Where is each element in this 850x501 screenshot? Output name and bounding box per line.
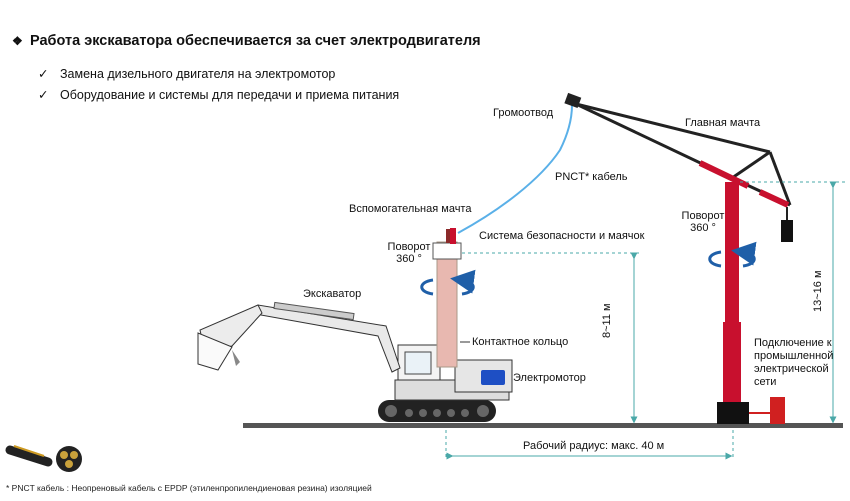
label-lightning-rod: Громоотвод (493, 107, 554, 119)
label-rotation-aux-line2: 360 ° (396, 253, 422, 265)
label-excavator: Экскаватор (303, 288, 362, 300)
footnote: * PNCT кабель : Неопреновый кабель с EPD… (6, 483, 372, 493)
label-working-radius: Рабочий радиус: макс. 40 м (520, 440, 668, 452)
main-mast (564, 92, 793, 424)
dimension-working-radius (445, 430, 734, 460)
excavator-illustration (197, 301, 513, 422)
label-grid-line2: промышленной (754, 350, 834, 362)
rotation-arrow-aux-icon (420, 269, 476, 296)
label-motor: Электромотор (513, 372, 586, 384)
label-pnct-cable: PNCT* кабель (555, 171, 628, 183)
label-safety-system: Система безопасности и маячок (479, 230, 645, 242)
electric-motor-icon (481, 370, 505, 385)
label-rotation-main-line2: 360 ° (690, 222, 716, 234)
label-rotation-aux: Поворот 360 ° (384, 241, 434, 265)
check-icon: ✓ (38, 67, 49, 81)
check-icon: ✓ (38, 88, 49, 102)
dimension-main-height (740, 181, 845, 424)
auxiliary-mast (432, 228, 462, 368)
pnct-cable-line (457, 104, 573, 234)
label-rotation-main-line1: Поворот (681, 210, 725, 222)
label-height-aux: 8~11 м (601, 303, 613, 338)
bullet-item-2: ✓ Оборудование и системы для передачи и п… (38, 87, 399, 102)
bullet-item-text: Оборудование и системы для передачи и пр… (60, 88, 400, 102)
label-slip-ring: Контактное кольцо (472, 336, 569, 348)
bullet-item-text: Замена дизельного двигателя на электромо… (60, 67, 336, 81)
label-rotation-main: Поворот 360 ° (678, 210, 728, 234)
page-title-text: Работа экскаватора обеспечивается за сче… (30, 33, 481, 49)
label-main-mast: Главная мачта (685, 117, 761, 129)
lightning-rod-icon (564, 92, 582, 109)
grid-connection-box (770, 397, 785, 424)
label-grid-line1: Подключение к (754, 337, 832, 349)
beacon-icon (450, 228, 456, 244)
label-grid-connection: Подключение к промышленной электрической… (754, 337, 844, 389)
diamond-bullet-icon: ❖ (12, 34, 23, 48)
dimension-aux-height (462, 252, 640, 424)
label-grid-line4: сети (754, 376, 777, 388)
label-rotation-aux-line1: Поворот (387, 241, 431, 253)
label-height-main: 13~16 м (812, 270, 824, 312)
page-title: ❖ Работа экскаватора обеспечивается за сч… (12, 33, 481, 49)
rotation-arrow-main-icon (708, 241, 757, 268)
label-aux-mast: Вспомогательная мачта (349, 203, 472, 215)
bullet-item-1: ✓ Замена дизельного двигателя на электром… (38, 66, 335, 81)
cable-cross-section-icon (5, 445, 82, 472)
label-grid-line3: электрической (754, 363, 829, 375)
ground-line (243, 423, 843, 428)
